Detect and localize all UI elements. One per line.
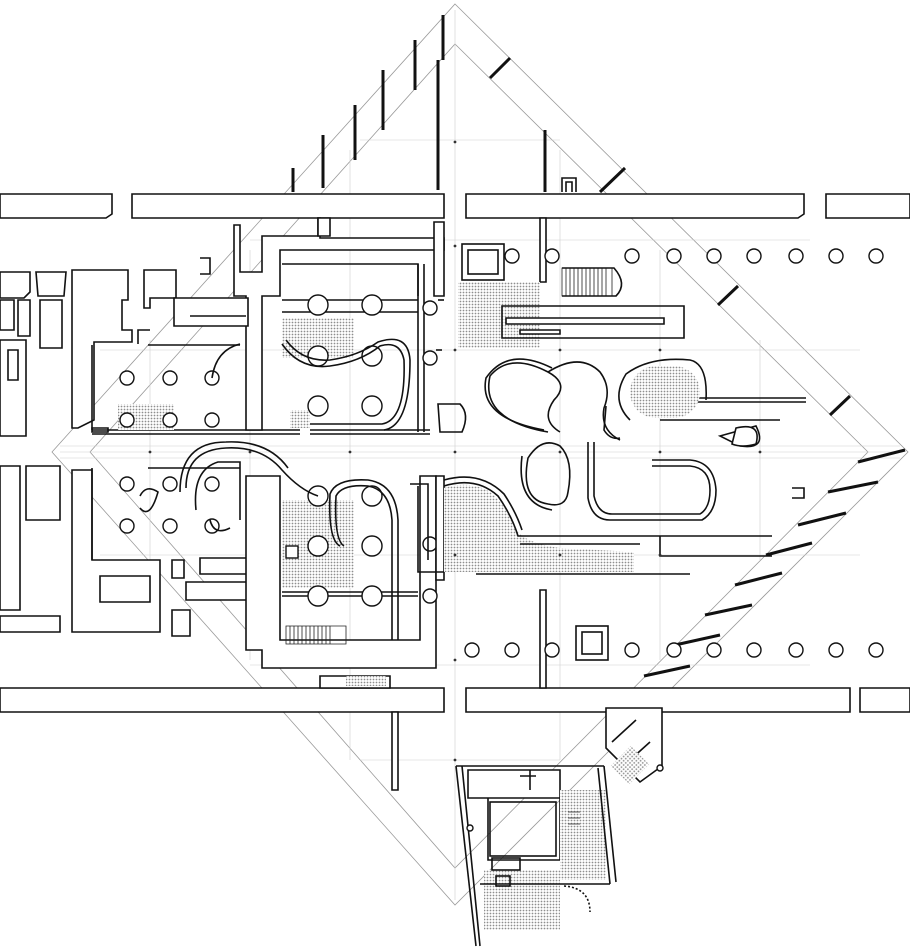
central-spine xyxy=(391,217,547,791)
west-building-mass xyxy=(0,269,249,637)
upper-left-curved-walls xyxy=(211,299,467,433)
north-building-bar xyxy=(0,193,910,219)
lower-left-curved-walls xyxy=(139,441,429,640)
upper-left-columns xyxy=(119,294,438,428)
south-building-bar xyxy=(0,687,910,713)
south-annex xyxy=(455,707,664,947)
lower-right-region xyxy=(417,442,772,661)
lower-right-columns xyxy=(464,642,884,658)
north-diagonal-walls xyxy=(291,15,627,194)
east-diagonal-walls xyxy=(643,284,906,678)
upper-right-region xyxy=(458,243,806,448)
grid-markers xyxy=(148,140,762,762)
upper-left-gallery xyxy=(91,217,445,435)
lower-left-columns xyxy=(119,476,438,607)
upper-right-columns xyxy=(504,248,884,264)
